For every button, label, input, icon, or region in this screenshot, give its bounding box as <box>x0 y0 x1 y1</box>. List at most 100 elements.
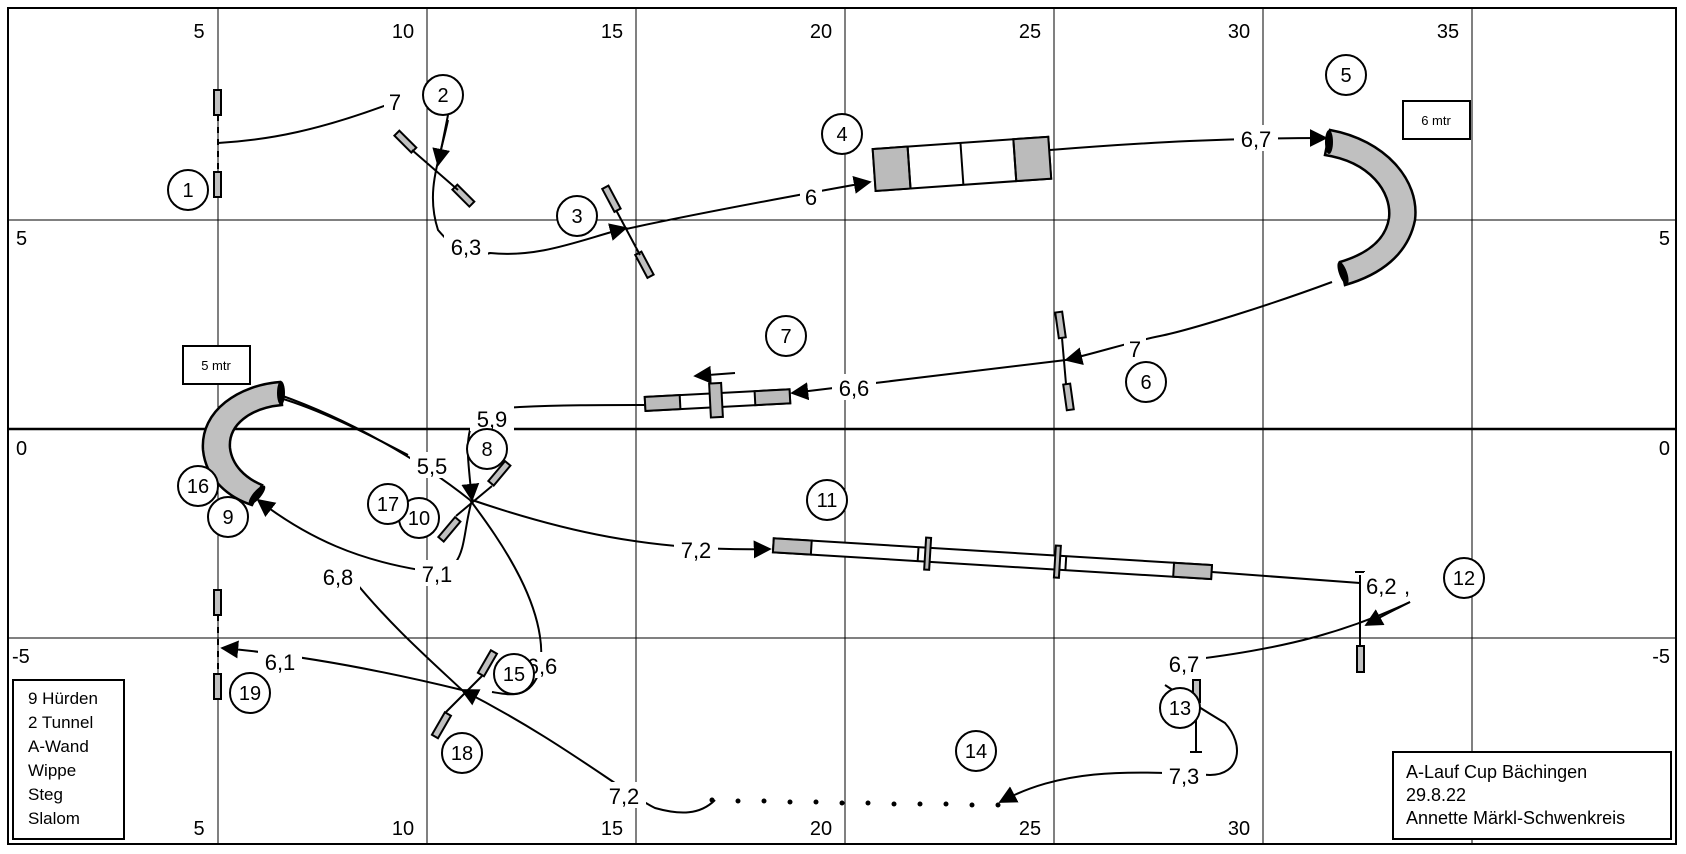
course-border <box>7 7 1677 845</box>
y-left-label: -5 <box>12 646 30 668</box>
svg-text:10: 10 <box>408 508 430 530</box>
distance-label: 7 <box>389 90 401 115</box>
svg-text:11: 11 <box>817 490 838 512</box>
obstacle-number: 15 <box>493 653 535 695</box>
equipment-item: A-Wand <box>28 737 89 756</box>
hurdle-1 <box>213 89 222 198</box>
obstacle-number: 13 <box>1159 687 1201 729</box>
distance-label: 6,3 <box>451 235 482 260</box>
tunnel-5 <box>1323 128 1417 287</box>
hurdle-2 <box>392 129 476 209</box>
x-top-label: 20 <box>810 21 832 43</box>
tunnel-label-box <box>182 345 251 385</box>
svg-text:3: 3 <box>571 206 582 228</box>
distance-label: 7,2 <box>681 538 712 563</box>
path-6-7 <box>790 359 1067 401</box>
path-7-arrow <box>693 365 736 384</box>
axis-labels: 5 10 15 20 25 30 35 5 10 15 20 25 30 5 0… <box>12 21 1670 840</box>
svg-text:17: 17 <box>377 494 399 516</box>
distance-label: 6,2 <box>1366 574 1397 599</box>
tunnel-label-box <box>1402 100 1471 140</box>
x-top-label: 10 <box>392 21 414 43</box>
distance-label-suffix: , <box>1404 574 1410 599</box>
dotted-line <box>709 797 1001 808</box>
obstacle-number: 7 <box>765 315 807 357</box>
svg-text:8: 8 <box>481 439 492 461</box>
x-bottom-label: 20 <box>810 818 832 840</box>
tunnel-label: 5 mtr <box>201 358 231 373</box>
path-12-13b <box>1189 601 1411 661</box>
a-frame <box>871 135 1053 193</box>
hurdles <box>213 89 1365 753</box>
path-18-19 <box>220 640 463 691</box>
x-bottom-label: 5 <box>193 818 204 840</box>
y-left-label: 0 <box>16 438 27 460</box>
distance-label: 5,5 <box>417 454 448 479</box>
y-left-label: 5 <box>16 228 27 250</box>
obstacle-number: 4 <box>821 113 863 155</box>
tunnel-label: 6 mtr <box>1421 113 1451 128</box>
path-2-arrow <box>432 114 451 167</box>
tunnel-9 <box>201 380 285 507</box>
obstacle-number: 8 <box>466 428 508 470</box>
path-9-10 <box>279 397 409 456</box>
path-10-11 <box>471 499 772 559</box>
event-info: A-Lauf Cup Bächingen 29.8.22 Annette Mär… <box>1392 751 1672 840</box>
obstacle-number: 19 <box>229 672 271 714</box>
obstacle-number: 17 <box>367 483 409 525</box>
distance-label: 5,9 <box>477 407 508 432</box>
svg-text:4: 4 <box>836 124 847 146</box>
svg-text:16: 16 <box>187 476 209 498</box>
x-top-label: 15 <box>601 21 623 43</box>
obstacle-number: 12 <box>1443 557 1485 599</box>
hurdle-19 <box>213 589 222 700</box>
x-top-label: 25 <box>1019 21 1041 43</box>
x-top-label: 30 <box>1228 21 1250 43</box>
distance-label: 6,6 <box>839 376 870 401</box>
x-top-label: 35 <box>1437 21 1459 43</box>
equipment-item: Wippe <box>28 761 77 780</box>
svg-text:1: 1 <box>182 180 193 202</box>
distance-label: 6,7 <box>1169 652 1200 677</box>
svg-text:19: 19 <box>239 683 261 705</box>
x-bottom-label: 15 <box>601 818 623 840</box>
svg-text:7: 7 <box>780 326 791 348</box>
x-bottom-label: 30 <box>1228 818 1250 840</box>
hurdle-3 <box>600 184 655 280</box>
seesaw <box>643 381 792 419</box>
svg-text:13: 13 <box>1169 698 1191 720</box>
distance-label: 6 <box>805 185 817 210</box>
distance-label: 6,7 <box>1241 127 1272 152</box>
distance-label: 7,2 <box>609 784 640 809</box>
svg-text:2: 2 <box>437 85 448 107</box>
dog-walk <box>771 536 1214 581</box>
y-right-label: 5 <box>1659 228 1670 250</box>
x-bottom-label: 10 <box>392 818 414 840</box>
svg-text:6: 6 <box>1140 372 1151 394</box>
svg-text:9: 9 <box>222 507 233 529</box>
y-right-label: 0 <box>1659 438 1670 460</box>
distance-labels: 7 6,3 6 6,7 7 6,6 5,9 5,5 7,1 7,2 6,2 , … <box>258 88 1414 809</box>
obstacle-number: 5 <box>1325 54 1367 96</box>
equipment-item: Slalom <box>28 809 80 828</box>
svg-text:14: 14 <box>965 741 987 763</box>
obstacle-numbers: 1 2 3 4 5 6 7 8 9 10 11 12 13 14 15 16 1… <box>167 54 1485 774</box>
hurdle-15 <box>430 648 499 740</box>
obstacle-number: 6 <box>1125 361 1167 403</box>
obstacle-number: 18 <box>441 732 483 774</box>
distance-label: 7,3 <box>1169 764 1200 789</box>
obstacle-number: 14 <box>955 730 997 772</box>
equipment-item: 2 Tunnel <box>28 713 94 732</box>
distance-label: 6,1 <box>265 650 296 675</box>
tunnel-length-labels: 6 mtr 5 mtr <box>182 100 1471 385</box>
svg-text:15: 15 <box>503 664 525 686</box>
svg-text:12: 12 <box>1453 568 1475 590</box>
obstacle-number: 11 <box>806 479 848 521</box>
distance-label: 7,1 <box>422 562 453 587</box>
path-14-15 <box>460 689 716 814</box>
path-4-5 <box>1049 129 1328 151</box>
equipment-item: Steg <box>28 785 63 804</box>
path-17-18 <box>351 577 463 691</box>
obstacle-number: 10 <box>398 497 440 539</box>
